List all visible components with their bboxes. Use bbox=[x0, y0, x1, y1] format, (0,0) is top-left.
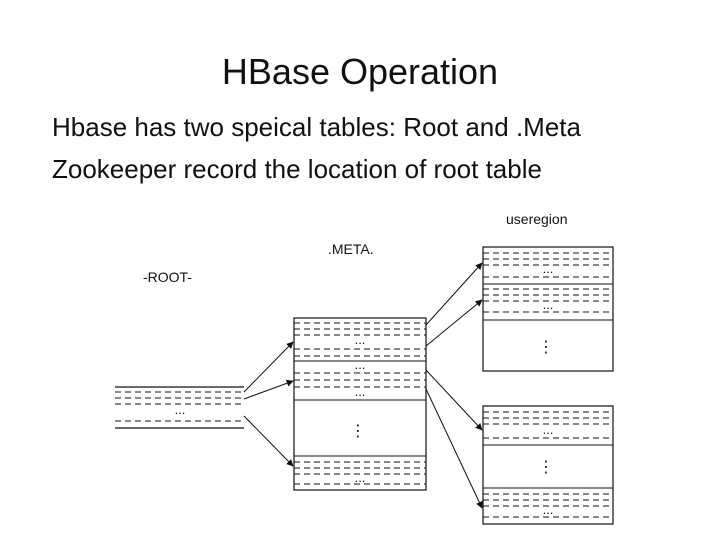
meta-cell-marker-1: ... bbox=[355, 332, 366, 347]
slide-title: HBase Operation bbox=[221, 51, 499, 92]
region1-cell-marker-2: ... bbox=[543, 297, 554, 312]
arrow-meta-to-region-2 bbox=[425, 299, 483, 347]
region2-cell-marker-1: ... bbox=[543, 422, 554, 437]
arrow-meta-to-region-1 bbox=[425, 262, 483, 326]
arrow-root-to-meta-1 bbox=[243, 341, 294, 393]
meta-table-label: .META. bbox=[328, 241, 374, 257]
meta-cell-marker-3: ... bbox=[355, 384, 366, 399]
meta-table: ... ... ... ⋮ ... bbox=[293, 317, 427, 491]
meta-cell-marker-2: ... bbox=[355, 357, 366, 372]
bullet-zookeeper-root-location: Zookeeper record the location of root ta… bbox=[52, 154, 542, 184]
meta-cell-marker-4: ... bbox=[355, 470, 366, 485]
arrow-root-to-meta-2 bbox=[243, 379, 294, 400]
arrow-meta-to-region-4 bbox=[425, 388, 483, 509]
root-table-label: -ROOT- bbox=[143, 269, 192, 285]
meta-to-region-arrows bbox=[425, 262, 483, 509]
arrow-meta-to-region-3 bbox=[425, 369, 483, 431]
user-region-label: useregion bbox=[506, 211, 568, 227]
meta-ellipsis: ⋮ bbox=[350, 421, 366, 440]
root-table: ... bbox=[115, 386, 244, 429]
region2-cell-marker-2: ... bbox=[543, 502, 554, 517]
root-cell-marker: ... bbox=[175, 402, 186, 417]
bullet-two-special-tables: Hbase has two speical tables: Root and .… bbox=[52, 112, 581, 142]
region1-cell-marker-1: ... bbox=[543, 261, 554, 276]
user-region-table-1: ... ... ⋮ bbox=[482, 246, 614, 372]
user-region-table-2: ... ⋮ ... bbox=[482, 405, 614, 525]
arrow-root-to-meta-3 bbox=[243, 415, 294, 467]
root-to-meta-arrows bbox=[243, 341, 294, 467]
region1-ellipsis: ⋮ bbox=[538, 337, 554, 356]
region2-ellipsis: ⋮ bbox=[538, 457, 554, 476]
